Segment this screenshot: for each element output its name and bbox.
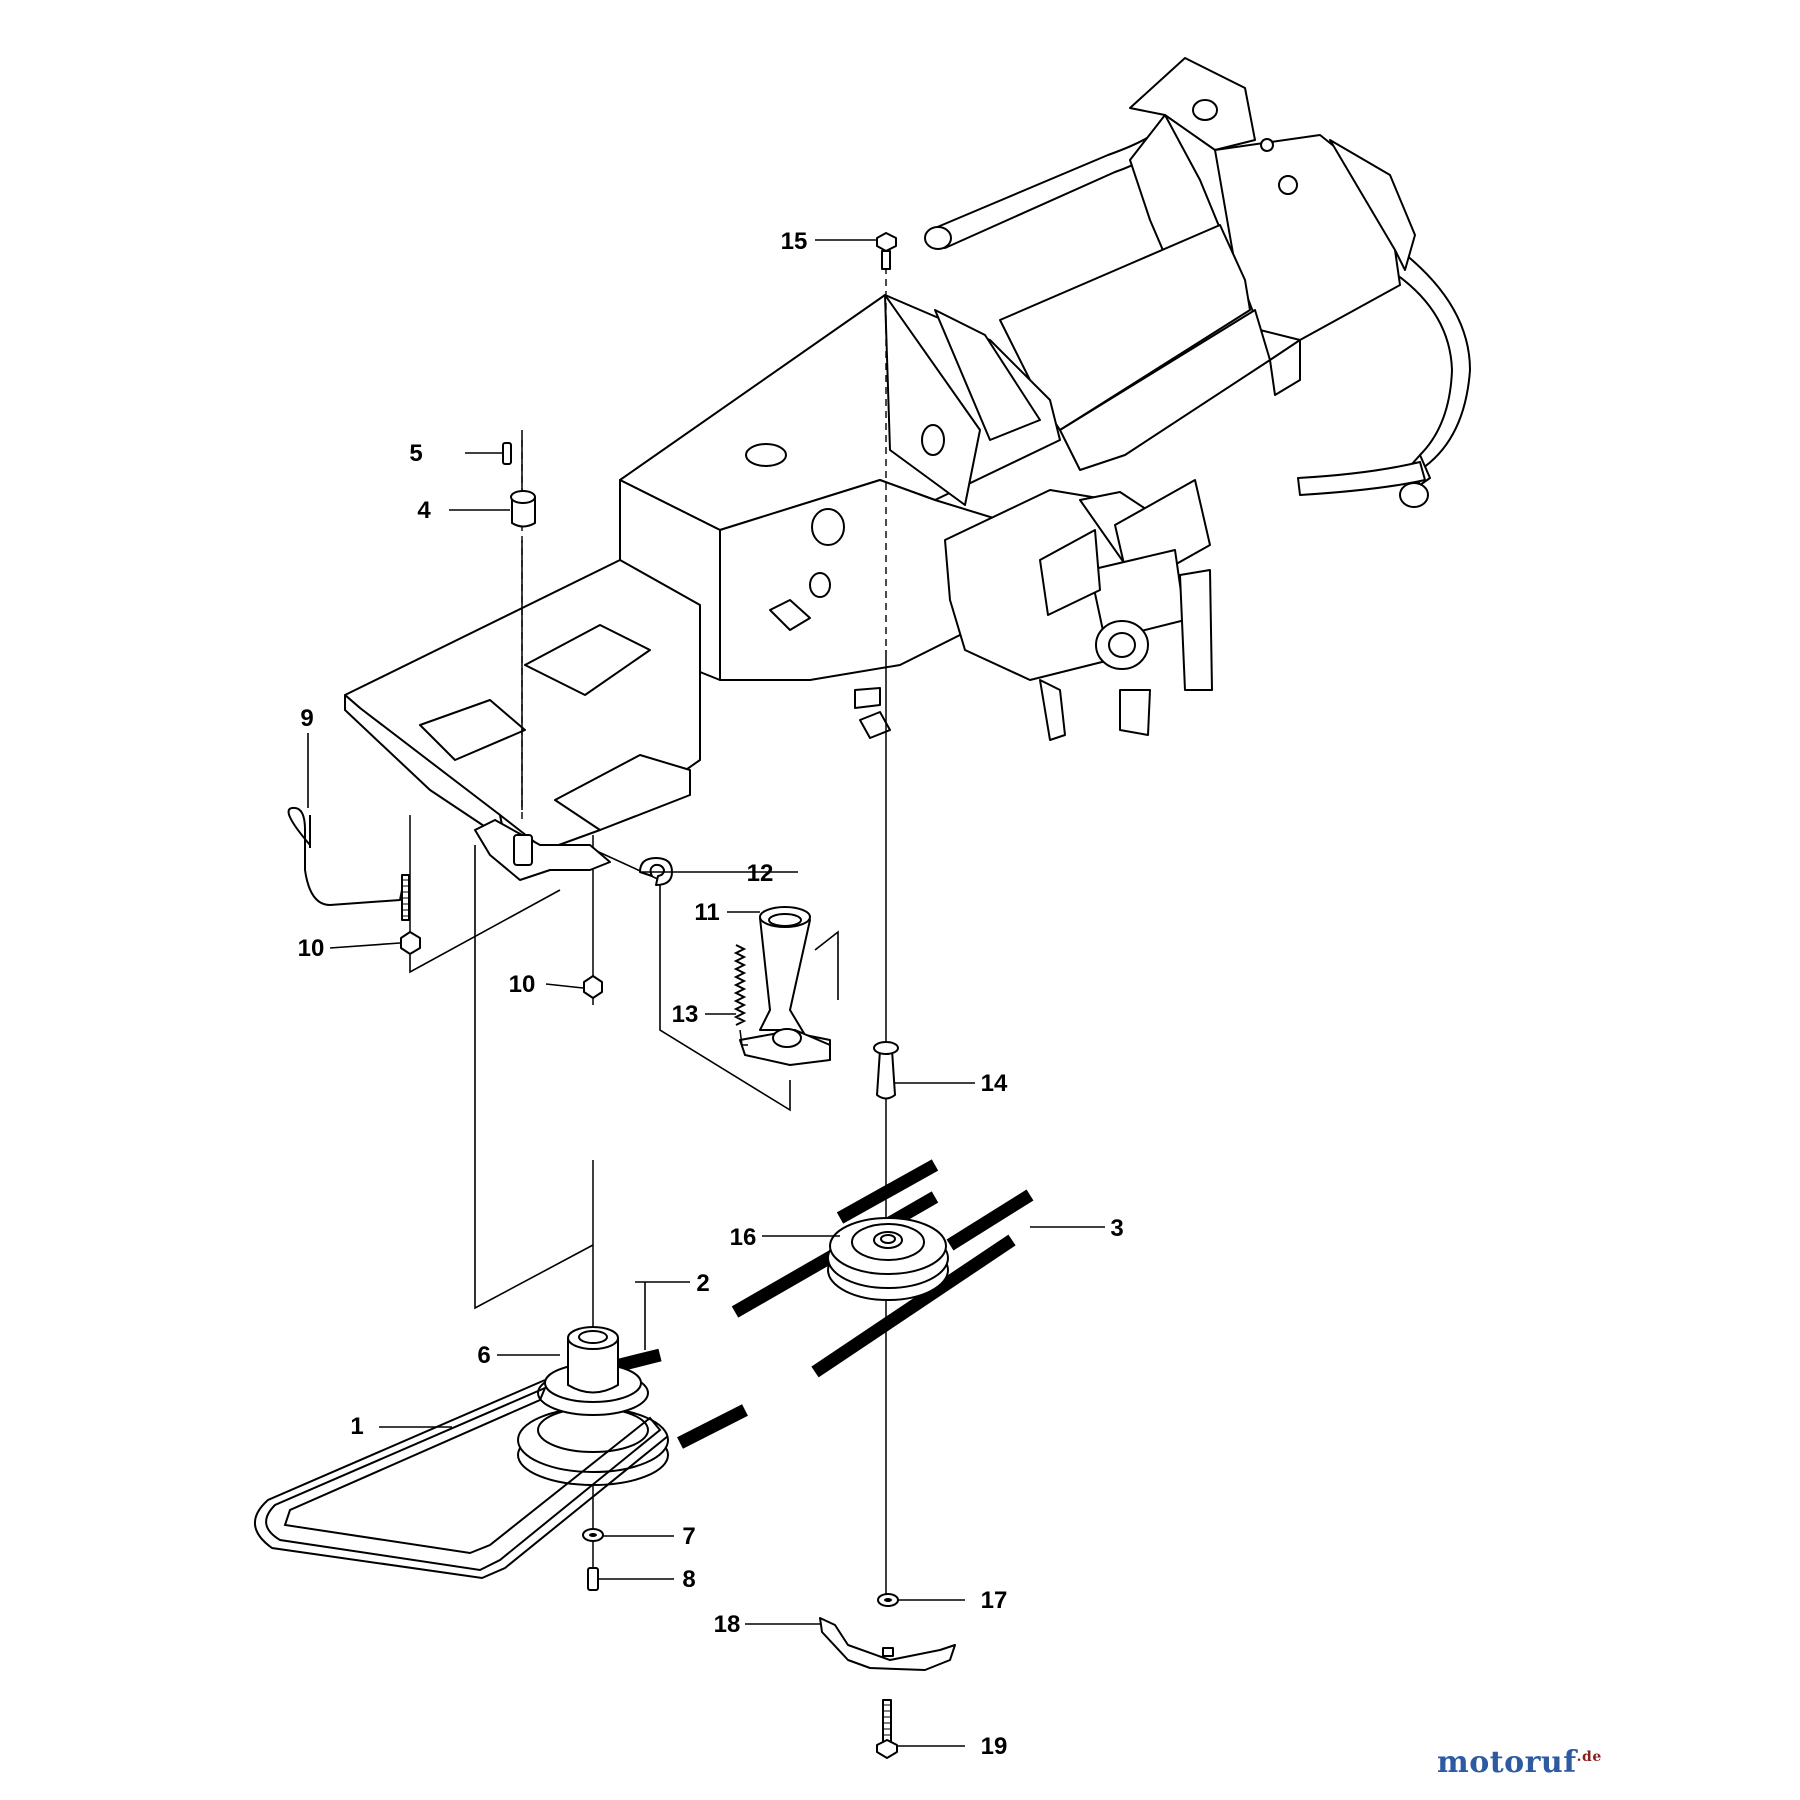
part-11-idler-arm <box>739 906 831 1066</box>
part-7-washer <box>582 1528 604 1542</box>
callout-15: 15 <box>781 228 808 255</box>
leader-lines <box>307 239 1105 1747</box>
part-13-spring <box>733 944 748 1046</box>
callout-18: 18 <box>714 1611 741 1638</box>
part-10-nut-left <box>400 931 421 955</box>
callout-8: 8 <box>682 1566 695 1593</box>
watermark-logo: motoruf.de <box>1437 1745 1602 1780</box>
callout-labels: 1 2 3 4 5 6 7 8 9 10 10 11 12 13 14 15 1… <box>298 228 1124 1760</box>
callout-6: 6 <box>477 1342 490 1369</box>
part-17-washer <box>877 1593 899 1607</box>
part-18-bracket <box>819 1617 956 1671</box>
bracket-lines <box>409 845 839 1310</box>
part-10-nut-right <box>583 975 603 999</box>
part-6-hub-pulley <box>517 1326 669 1486</box>
callout-2: 2 <box>696 1270 709 1297</box>
part-5-pin <box>502 442 512 465</box>
part-9-rod <box>287 806 410 921</box>
callout-13: 13 <box>672 1001 699 1028</box>
callout-11: 11 <box>694 899 719 926</box>
callout-16: 16 <box>730 1224 757 1251</box>
chassis-frame <box>344 57 1471 851</box>
callout-14: 14 <box>981 1070 1008 1097</box>
callout-1: 1 <box>350 1413 363 1440</box>
part-19-bolt <box>876 1699 898 1759</box>
callout-10-right: 10 <box>509 971 536 998</box>
callout-7: 7 <box>682 1523 695 1550</box>
callout-3: 3 <box>1110 1215 1123 1242</box>
callout-10-left: 10 <box>298 935 325 962</box>
part-1-belt <box>253 1379 669 1580</box>
callout-4: 4 <box>417 497 431 524</box>
callout-19: 19 <box>981 1733 1008 1760</box>
callout-17: 17 <box>981 1587 1008 1614</box>
part-15-bolt <box>876 232 897 270</box>
part-12-clip <box>639 857 673 886</box>
part-14-pin <box>873 1041 899 1100</box>
part-4-bushing <box>510 490 536 528</box>
callout-12: 12 <box>747 860 774 887</box>
part-16-idler-pulley <box>827 1217 949 1301</box>
part-8-bolt <box>587 1567 599 1591</box>
watermark-brand: motoruf <box>1437 1745 1577 1780</box>
pivot-plate <box>474 819 611 881</box>
callout-5: 5 <box>409 440 422 467</box>
watermark-tld: .de <box>1576 1749 1602 1765</box>
callout-9: 9 <box>300 705 313 732</box>
